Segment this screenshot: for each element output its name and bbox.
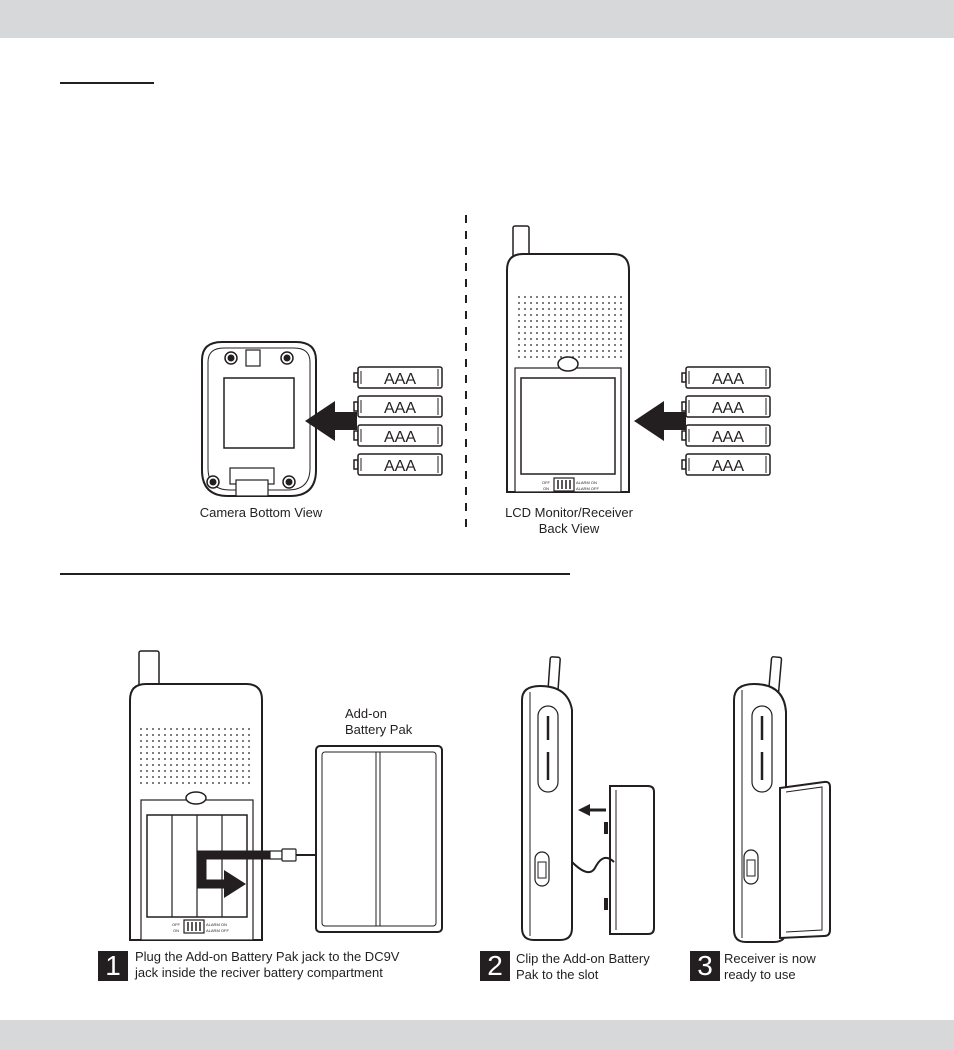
- pak-label-line2: Battery Pak: [345, 722, 413, 737]
- step-1-line1: Plug the Add-on Battery Pak jack to the …: [135, 949, 400, 964]
- pak-label-line1: Add-on: [345, 706, 387, 721]
- step-3-line2: ready to use: [724, 967, 796, 982]
- step-3-line1: Receiver is now: [724, 951, 816, 966]
- step-2-line1: Clip the Add-on Battery: [516, 951, 650, 966]
- receiver-side-view-ready-drawing: [733, 656, 831, 943]
- add-on-battery-pak-drawing: [315, 745, 443, 933]
- step-3-number: 3: [690, 951, 720, 981]
- step-1-number: 1: [98, 951, 128, 981]
- monitor-battery-label-2: AAA: [712, 400, 744, 417]
- monitor-battery-label-3: AAA: [712, 429, 744, 446]
- step-1-line2: jack inside the reciver battery compartm…: [135, 965, 383, 980]
- step-1-text: Plug the Add-on Battery Pak jack to the …: [135, 949, 399, 981]
- monitor-switch-alarm-off-label: ALARM OFF: [576, 486, 599, 491]
- camera-battery-label-1: AAA: [384, 371, 416, 388]
- receiver-switch-off-label: OFF: [172, 922, 181, 927]
- camera-battery-label-4: AAA: [384, 458, 416, 475]
- monitor-battery-label-1: AAA: [712, 371, 744, 388]
- camera-battery-label-3: AAA: [384, 429, 416, 446]
- monitor-caption-line2: Back View: [538, 521, 600, 536]
- monitor-batteries: AAA AAA AAA AAA: [681, 366, 771, 476]
- monitor-switch-alarm-on-label: ALARM ON: [576, 480, 597, 485]
- camera-battery-label-2: AAA: [384, 400, 416, 417]
- step-2-text: Clip the Add-on Battery Pak to the slot: [516, 951, 650, 983]
- receiver-switch-on-label: ON: [173, 928, 179, 933]
- monitor-caption-line1: LCD Monitor/Receiver: [505, 505, 633, 520]
- add-on-battery-pak-label: Add-on Battery Pak: [345, 706, 412, 738]
- monitor-switch-on-label: ON: [543, 486, 549, 491]
- monitor-insert-arrow: [634, 401, 686, 441]
- monitor-back-view-drawing: OFF ON ALARM ON ALARM OFF: [506, 225, 630, 493]
- step-2-line2: Pak to the slot: [516, 967, 599, 982]
- receiver-side-view-attach-drawing: [521, 656, 655, 941]
- header-band: [0, 0, 954, 38]
- monitor-switch-off-label: OFF: [542, 480, 551, 485]
- footer-band: [0, 1020, 954, 1050]
- camera-bottom-view-caption: Camera Bottom View: [199, 505, 323, 520]
- monitor-back-view-caption: LCD Monitor/Receiver Back View: [484, 505, 654, 537]
- section2-heading-rule: [60, 573, 570, 575]
- receiver-switch-alarm-off-label: ALARM OFF: [206, 928, 229, 933]
- step-2-number: 2: [480, 951, 510, 981]
- step-3-text: Receiver is now ready to use: [724, 951, 816, 983]
- receiver-open-compartment-drawing: OFF ON ALARM ON ALARM OFF: [129, 650, 316, 941]
- section1-heading-rule: [60, 82, 154, 84]
- camera-bottom-view-drawing: [201, 341, 317, 497]
- camera-batteries: AAA AAA AAA AAA: [353, 366, 443, 476]
- receiver-switch-alarm-on-label: ALARM ON: [206, 922, 227, 927]
- monitor-battery-label-4: AAA: [712, 458, 744, 475]
